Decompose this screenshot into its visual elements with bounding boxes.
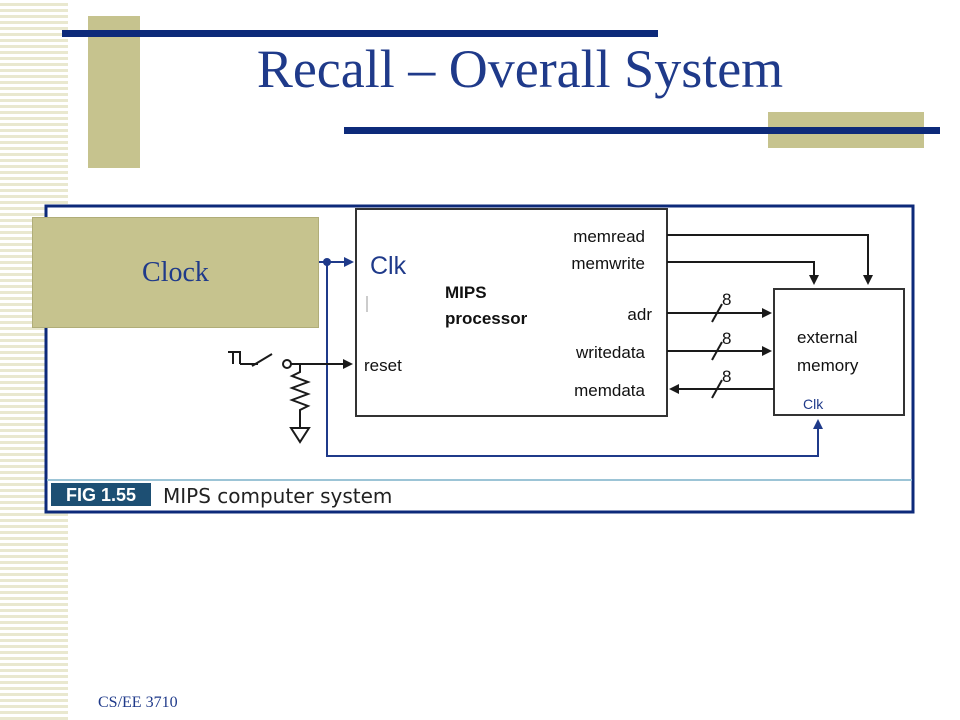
writedata-width-label: 8 <box>722 329 731 348</box>
memdata-bus-slash <box>711 379 723 399</box>
adr-width-label: 8 <box>722 290 731 309</box>
memread-label: memread <box>573 227 645 246</box>
switch-contact <box>282 359 292 369</box>
course-footer: CS/EE 3710 <box>98 694 178 711</box>
ground-symbol <box>289 427 311 444</box>
memread-line <box>667 234 873 285</box>
memdata-label: memdata <box>574 381 645 400</box>
memory-clk-label: Clk <box>803 396 824 412</box>
mips-processor-box <box>355 208 668 417</box>
figure-caption: MIPS computer system <box>163 484 392 508</box>
processor-clk-label: Clk <box>370 252 407 280</box>
reset-label: reset <box>364 356 402 375</box>
figure-number: FIG 1.55 <box>66 485 136 505</box>
pulldown-resistor <box>289 364 311 428</box>
figure-number-badge <box>51 483 151 506</box>
bottom-rule <box>344 127 940 134</box>
writedata-bus-slash <box>711 341 723 361</box>
processor-label-line2: processor <box>445 309 528 328</box>
memwrite-label: memwrite <box>571 254 645 273</box>
writedata-label: writedata <box>575 343 646 362</box>
top-rule <box>62 30 658 37</box>
adr-label: adr <box>627 305 652 324</box>
clock-label: Clock <box>142 256 209 288</box>
memory-label-line1: external <box>797 328 857 347</box>
switch-blade <box>251 353 273 367</box>
adr-bus-slash <box>711 303 723 323</box>
clock-box: Clock <box>32 217 319 328</box>
external-memory-box <box>773 288 905 416</box>
top-tan-block <box>88 16 140 168</box>
switch-push-button <box>228 351 241 364</box>
clock-to-memory-line <box>326 262 823 457</box>
memdata-width-label: 8 <box>722 367 731 386</box>
slide-title: Recall – Overall System <box>256 39 784 99</box>
memory-label-line2: memory <box>797 356 859 375</box>
processor-label-line1: MIPS <box>445 283 487 302</box>
memwrite-line <box>667 261 819 285</box>
